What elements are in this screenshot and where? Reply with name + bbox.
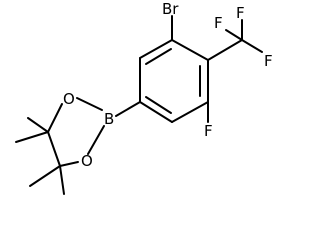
benzene-ring [139,39,209,123]
bond-c-c-pinacol [47,131,61,167]
bond-o-upper-c [47,103,63,133]
atom-label-fluorine-cf3-left: F [214,14,223,32]
atom-label-bromine: Br [162,0,179,18]
ring-bond-c5-c6-inner [145,96,172,114]
bond-cf3-f-right [241,39,263,53]
ring-bond-c1-c2-inner [145,48,172,65]
ring-bond-c4-c5 [171,101,209,123]
methyl-bond-3 [29,165,61,187]
atom-label-oxygen-upper: O [63,90,75,108]
bond-cf3-f-left [225,29,243,41]
methyl-bond-4 [59,165,65,195]
ring-bond-c2-c3 [171,39,209,61]
bond-ring-cf3 [207,39,243,61]
bond-ring-b [115,101,141,117]
atom-label-oxygen-lower: O [81,152,93,170]
ring-bond-c1-c2 [139,39,173,59]
methyl-bond-2 [15,131,49,143]
bond-b-o-upper [76,97,103,111]
dioxaborolane-ring [47,97,105,167]
atom-label-boron: B [104,110,114,128]
ring-bond-c5-c6 [139,101,173,123]
bond-o-lower-c [59,161,79,167]
atom-label-fluorine-cf3-top: F [236,4,245,22]
methyl-bond-1 [27,117,49,133]
atom-label-fluorine-cf3-right: F [264,52,273,70]
atom-label-fluorine-ring: F [204,122,213,140]
molecule-structure-diagram: Br B O O F F F F [15,0,273,195]
bond-b-o-lower [87,125,105,155]
